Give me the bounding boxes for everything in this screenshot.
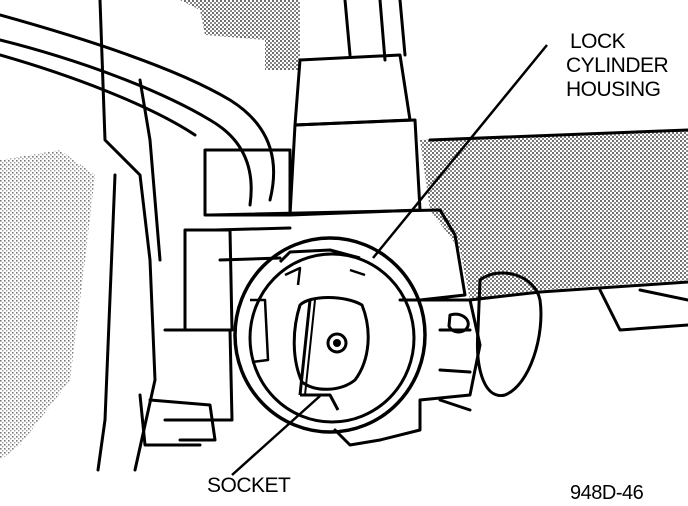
label-line-cylinder: CYLINDER [566, 54, 669, 77]
figure-id-label: 948D-46 [570, 482, 644, 504]
background-shading [0, 0, 688, 460]
label-line-lock: LOCK [570, 30, 626, 53]
socket-label: SOCKET [207, 474, 291, 497]
label-line-housing: HOUSING [566, 78, 661, 101]
socket-leader [231, 395, 321, 476]
lock-cylinder-housing-label: LOCK CYLINDER HOUSING [566, 30, 669, 102]
leader-lines [231, 44, 548, 476]
lock-cylinder-housing-leader [372, 44, 548, 259]
lock-cylinder-housing [233, 236, 427, 434]
steering-column-lines [0, 0, 688, 472]
